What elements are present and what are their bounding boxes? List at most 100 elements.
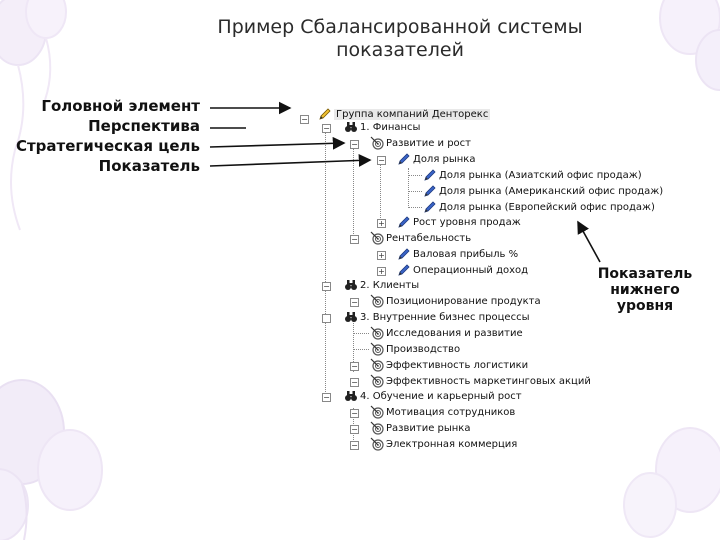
collapse-toggle[interactable]: − [350, 441, 359, 450]
tree-connector [353, 140, 354, 242]
tree-node-label: 1. Финансы [360, 122, 421, 133]
legend-strategic-goal: Стратегическая цель [15, 137, 200, 155]
tree-node-indicator-operating-income[interactable]: Операционный доход [397, 263, 528, 278]
tree-node-perspective-clients[interactable]: 2. Клиенты [344, 278, 419, 293]
tree-connector [408, 191, 422, 192]
tree-connector [408, 207, 422, 208]
tree-node-goal-motivation[interactable]: Мотивация сотрудников [370, 405, 515, 420]
target-icon [370, 405, 384, 419]
arrow-lower-level [577, 220, 601, 263]
binoculars-icon [344, 310, 358, 324]
slide-title-line-1: Пример Сбалансированной системы [217, 16, 583, 38]
tree-node-indicator-asia[interactable]: Доля рынка (Азиатский офис продаж) [423, 168, 642, 183]
tree-node-label: Развитие рынка [386, 423, 471, 434]
tree-connector [353, 349, 369, 350]
tree-node-goal-profitability[interactable]: Рентабельность [370, 231, 471, 246]
collapse-toggle[interactable]: − [350, 140, 359, 149]
tree-connector [408, 168, 409, 208]
tree-node-label: Развитие и рост [386, 138, 471, 149]
tree-node-label: Эффективность маркетинговых акций [386, 376, 591, 387]
target-icon [370, 342, 384, 356]
arrow-strategic-goal [209, 136, 346, 150]
collapse-toggle[interactable]: − [322, 282, 331, 291]
target-icon [370, 294, 384, 308]
tree-node-perspective-learning[interactable]: 4. Обучение и карьерный рост [344, 389, 522, 404]
tree-node-goal-logistics[interactable]: Эффективность логистики [370, 358, 528, 373]
collapse-toggle[interactable]: − [350, 235, 359, 244]
tree-node-label: Исследования и развитие [386, 328, 523, 339]
tree-node-goal-growth[interactable]: Развитие и рост [370, 136, 471, 151]
tree-connector [325, 124, 326, 392]
tree-connector [353, 333, 369, 334]
tree-node-label: 2. Клиенты [360, 280, 420, 291]
tree-node-label: Доля рынка (Европейский офис продаж) [439, 202, 655, 213]
binoculars-icon [344, 389, 358, 403]
tree-connector [353, 408, 354, 440]
pencil-icon [397, 152, 411, 166]
tree-node-label: Мотивация сотрудников [386, 407, 516, 418]
tree-node-root[interactable]: Группа компаний Денторекс [318, 107, 491, 122]
tree-node-label: Позиционирование продукта [386, 296, 541, 307]
tree-node-label: Эффективность логистики [386, 360, 529, 371]
binoculars-icon [344, 120, 358, 134]
tree-node-goal-market-development[interactable]: Развитие рынка [370, 421, 470, 436]
expand-toggle[interactable]: + [377, 219, 386, 228]
arrow-indicator [209, 154, 372, 167]
target-icon [370, 437, 384, 451]
target-icon [370, 231, 384, 245]
tree-node-indicator-europe[interactable]: Доля рынка (Европейский офис продаж) [423, 200, 655, 215]
note-line-3: уровня [616, 298, 674, 314]
tree-node-goal-ecommerce[interactable]: Электронная коммерция [370, 437, 517, 452]
tree-node-label: Доля рынка (Азиатский офис продаж) [439, 170, 642, 181]
target-icon [370, 326, 384, 340]
tree-node-label: Валовая прибыль % [413, 249, 519, 260]
balloons-left-top [0, 0, 67, 231]
collapse-toggle[interactable]: − [350, 362, 359, 371]
collapse-toggle[interactable]: − [350, 298, 359, 307]
tree-node-goal-positioning[interactable]: Позиционирование продукта [370, 294, 541, 309]
tree-node-goal-research[interactable]: Исследования и развитие [370, 326, 523, 341]
collapse-toggle[interactable]: − [300, 115, 309, 124]
balloons-left-bottom [0, 379, 103, 540]
tree-connector [408, 175, 422, 176]
tree-node-label: Доля рынка [413, 154, 476, 165]
tree-node-indicator-market-share[interactable]: Доля рынка [397, 152, 475, 167]
collapse-toggle[interactable]: − [350, 378, 359, 387]
balloons-right-top [659, 0, 720, 91]
note-line-2: нижнего [610, 282, 680, 298]
tree-node-goal-marketing[interactable]: Эффективность маркетинговых акций [370, 374, 591, 389]
tree-connector [353, 312, 354, 372]
collapse-toggle[interactable]: − [322, 124, 331, 133]
pencil-icon [397, 215, 411, 229]
collapse-toggle[interactable]: − [350, 409, 359, 418]
expand-toggle[interactable]: + [377, 251, 386, 260]
tree-node-label: Доля рынка (Американский офис продаж) [439, 186, 664, 197]
legend-perspective: Перспектива [88, 117, 200, 135]
tree-node-label: Рентабельность [386, 233, 472, 244]
tree-node-perspective-finance[interactable]: 1. Финансы [344, 120, 420, 135]
tree-connector [380, 162, 381, 222]
tree-node-goal-production[interactable]: Производство [370, 342, 460, 357]
pencil-icon [397, 247, 411, 261]
tree-node-indicator-gross-profit[interactable]: Валовая прибыль % [397, 247, 518, 262]
tree-node-perspective-processes[interactable]: 3. Внутренние бизнес процессы [344, 310, 529, 325]
target-icon [370, 421, 384, 435]
collapse-toggle[interactable]: − [350, 425, 359, 434]
collapse-toggle[interactable] [322, 314, 331, 323]
expand-toggle[interactable]: + [377, 267, 386, 276]
target-icon [370, 136, 384, 150]
tree-node-indicator-america[interactable]: Доля рынка (Американский офис продаж) [423, 184, 663, 199]
collapse-toggle[interactable]: − [377, 156, 386, 165]
collapse-toggle[interactable]: − [322, 393, 331, 402]
tree-node-label: Электронная коммерция [386, 439, 518, 450]
balloons-right-bottom [623, 427, 720, 538]
tree-node-indicator-sales-growth[interactable]: Рост уровня продаж [397, 215, 521, 230]
tree-node-label: 3. Внутренние бизнес процессы [360, 312, 530, 323]
pencil-icon [397, 263, 411, 277]
pencil-icon [318, 107, 332, 121]
tree-node-label: Производство [386, 344, 461, 355]
legend-head-element: Головной элемент [41, 97, 200, 115]
target-icon [370, 374, 384, 388]
